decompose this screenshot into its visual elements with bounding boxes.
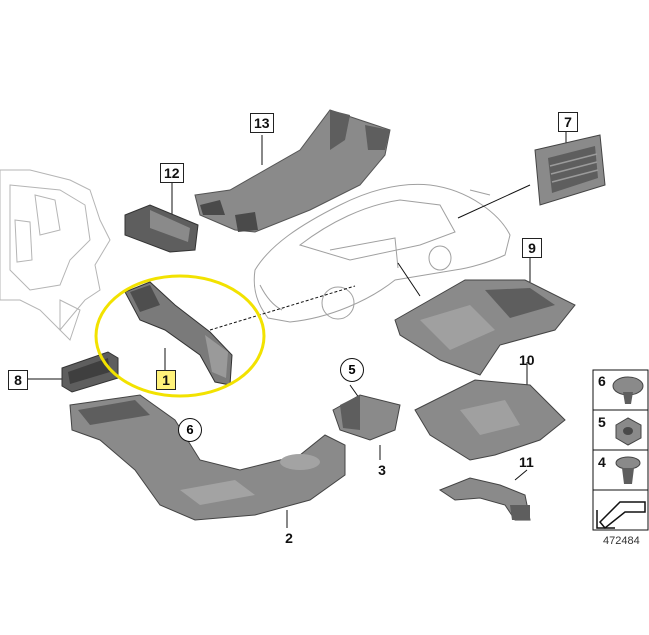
part-2-floor-duct: [69, 394, 346, 521]
hvac-housing-outline: [0, 169, 111, 341]
part-7-vent-grille: [534, 134, 606, 206]
fastener-legend: [592, 369, 649, 531]
callout-7[interactable]: 7: [558, 112, 578, 132]
car-outline: [253, 183, 511, 323]
callout-1[interactable]: 1: [156, 370, 176, 390]
part-9-floor-panel: [394, 279, 576, 376]
legend-label-4: 4: [598, 454, 606, 470]
part-8-small-vent: [61, 351, 119, 393]
callout-8[interactable]: 8: [8, 370, 28, 390]
callout-5-circle[interactable]: 5: [340, 358, 364, 382]
callout-11[interactable]: 11: [519, 454, 534, 470]
callout-13[interactable]: 13: [250, 113, 274, 133]
callout-6-circle[interactable]: 6: [178, 418, 202, 442]
part-11-bracket: [438, 477, 531, 521]
callout-3[interactable]: 3: [378, 462, 386, 478]
part-12-vent-block: [124, 204, 199, 253]
legend-label-6: 6: [598, 373, 606, 389]
part-1-duct: [124, 281, 233, 386]
callout-12[interactable]: 12: [160, 163, 184, 183]
legend-label-5: 5: [598, 414, 606, 430]
part-10-lower-panel: [414, 379, 566, 461]
part-13-twin-duct: [194, 109, 391, 233]
diagram-reference-number: 472484: [603, 535, 640, 547]
part-3-bracket: [332, 394, 401, 441]
callout-2[interactable]: 2: [285, 530, 293, 546]
highlight-ellipse: [94, 274, 266, 398]
callout-9[interactable]: 9: [522, 238, 542, 258]
callout-10[interactable]: 10: [519, 352, 535, 368]
